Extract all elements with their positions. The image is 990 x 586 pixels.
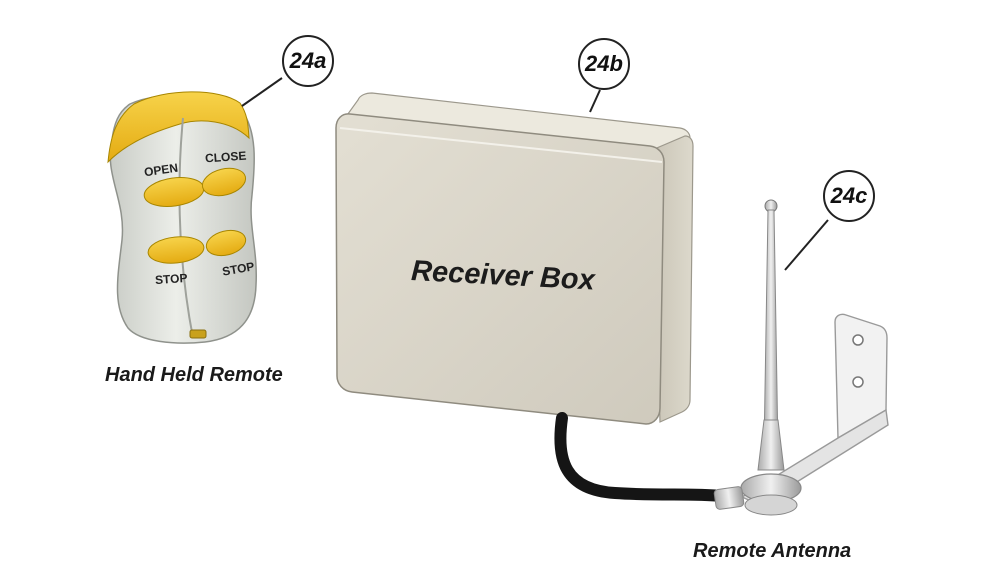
callout-24c-label: 24c bbox=[830, 183, 868, 208]
remote-caption: Hand Held Remote bbox=[105, 364, 283, 386]
remote-yellow-top bbox=[107, 91, 250, 164]
remote-keyring-slot bbox=[189, 329, 207, 339]
leader-line-24a bbox=[241, 77, 283, 107]
callout-24a-label: 24a bbox=[289, 48, 327, 73]
receiver-box bbox=[335, 92, 694, 425]
antenna-base-nut bbox=[744, 494, 798, 516]
antenna-lower-sleeve bbox=[757, 419, 785, 471]
stop-right-button bbox=[205, 229, 247, 257]
close-button bbox=[201, 167, 247, 197]
leader-line-24c bbox=[784, 219, 829, 271]
antenna-whip bbox=[763, 209, 779, 451]
receiver-box-lid-edge bbox=[339, 127, 663, 163]
leader-line-24b bbox=[589, 89, 601, 113]
remote-center-seam bbox=[178, 117, 194, 339]
bracket-vertical-plate bbox=[834, 313, 888, 440]
callout-24b: 24b bbox=[578, 38, 630, 90]
antenna-connector bbox=[713, 486, 745, 510]
bracket-hole-bottom bbox=[852, 376, 864, 388]
callout-24c: 24c bbox=[823, 170, 875, 222]
stop-left-button bbox=[147, 236, 205, 264]
remote-close-label: CLOSE bbox=[204, 148, 247, 166]
antenna-cable bbox=[554, 412, 728, 502]
receiver-box-front bbox=[335, 113, 665, 425]
bracket-hole-top bbox=[852, 334, 864, 346]
remote-stop-left-label: STOP bbox=[154, 270, 188, 288]
hand-held-remote bbox=[107, 91, 258, 344]
remote-antenna bbox=[713, 199, 802, 516]
callout-24b-label: 24b bbox=[585, 51, 623, 76]
callout-24a: 24a bbox=[282, 35, 334, 87]
antenna-caption: Remote Antenna bbox=[693, 540, 852, 562]
